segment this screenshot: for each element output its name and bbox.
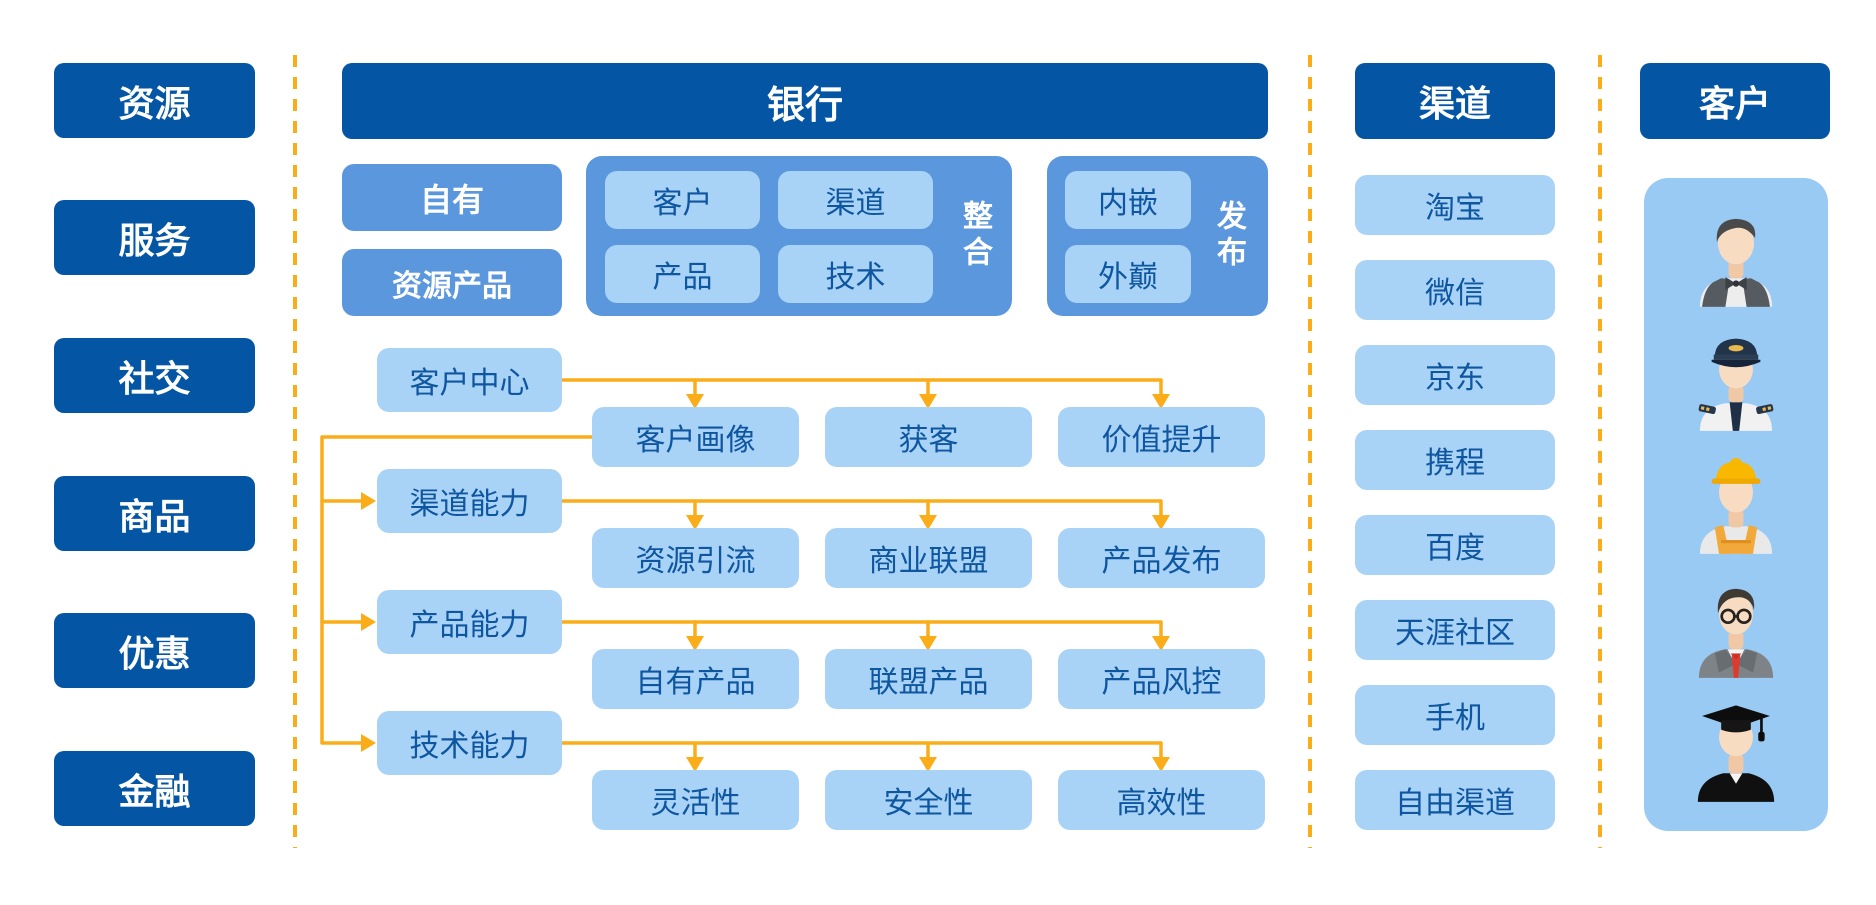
capability-header-box: 渠道能力 bbox=[377, 469, 562, 533]
capability-item-box: 高效性 bbox=[1058, 770, 1265, 830]
integration-item-box: 产品 bbox=[605, 245, 760, 303]
capability-item-box: 联盟产品 bbox=[825, 649, 1032, 709]
channel-item-box: 百度 bbox=[1355, 515, 1555, 575]
channel-item-box: 京东 bbox=[1355, 345, 1555, 405]
resource-type-box: 资源 bbox=[54, 63, 255, 138]
customers-header: 客户 bbox=[1640, 63, 1830, 139]
graduate-avatar-icon bbox=[1697, 705, 1775, 802]
channels-header: 渠道 bbox=[1355, 63, 1555, 139]
release-item-box: 外巅 bbox=[1065, 245, 1191, 303]
resource-type-box: 社交 bbox=[54, 338, 255, 413]
capability-item-box: 产品风控 bbox=[1058, 649, 1265, 709]
capability-item-box: 客户画像 bbox=[592, 407, 799, 467]
capability-item-box: 获客 bbox=[825, 407, 1032, 467]
channel-item-box: 微信 bbox=[1355, 260, 1555, 320]
construction-worker-avatar-icon bbox=[1699, 458, 1773, 555]
capability-header-box: 客户中心 bbox=[377, 348, 562, 412]
integration-item-box: 渠道 bbox=[778, 171, 933, 229]
capability-header-box: 产品能力 bbox=[377, 590, 562, 654]
capability-header-box: 技术能力 bbox=[377, 711, 562, 775]
channel-item-box: 携程 bbox=[1355, 430, 1555, 490]
resource-type-box: 服务 bbox=[54, 200, 255, 275]
integration-item-box: 技术 bbox=[778, 245, 933, 303]
capability-item-box: 安全性 bbox=[825, 770, 1032, 830]
release-item-box: 内嵌 bbox=[1065, 171, 1191, 229]
capability-item-box: 价值提升 bbox=[1058, 407, 1265, 467]
customers-avatar-panel bbox=[1644, 178, 1828, 831]
waiter-avatar-icon bbox=[1699, 218, 1773, 307]
pilot-avatar-icon bbox=[1698, 338, 1774, 431]
channel-item-box: 淘宝 bbox=[1355, 175, 1555, 235]
channel-item-box: 天涯社区 bbox=[1355, 600, 1555, 660]
own-box: 自有 bbox=[342, 164, 562, 231]
release-group-label: 发布 bbox=[1211, 200, 1246, 272]
capability-item-box: 商业联盟 bbox=[825, 528, 1032, 588]
businessman-avatar-icon bbox=[1698, 589, 1774, 679]
capability-item-box: 产品发布 bbox=[1058, 528, 1265, 588]
resource-type-box: 商品 bbox=[54, 476, 255, 551]
bank-header: 银行 bbox=[342, 63, 1268, 139]
channel-item-box: 自由渠道 bbox=[1355, 770, 1555, 830]
capability-item-box: 资源引流 bbox=[592, 528, 799, 588]
channel-item-box: 手机 bbox=[1355, 685, 1555, 745]
resource-products-box: 资源产品 bbox=[342, 249, 562, 316]
resource-type-box: 金融 bbox=[54, 751, 255, 826]
capability-item-box: 自有产品 bbox=[592, 649, 799, 709]
capability-item-box: 灵活性 bbox=[592, 770, 799, 830]
integration-item-box: 客户 bbox=[605, 171, 760, 229]
integration-group-label: 整合 bbox=[957, 200, 992, 272]
resource-type-box: 优惠 bbox=[54, 613, 255, 688]
